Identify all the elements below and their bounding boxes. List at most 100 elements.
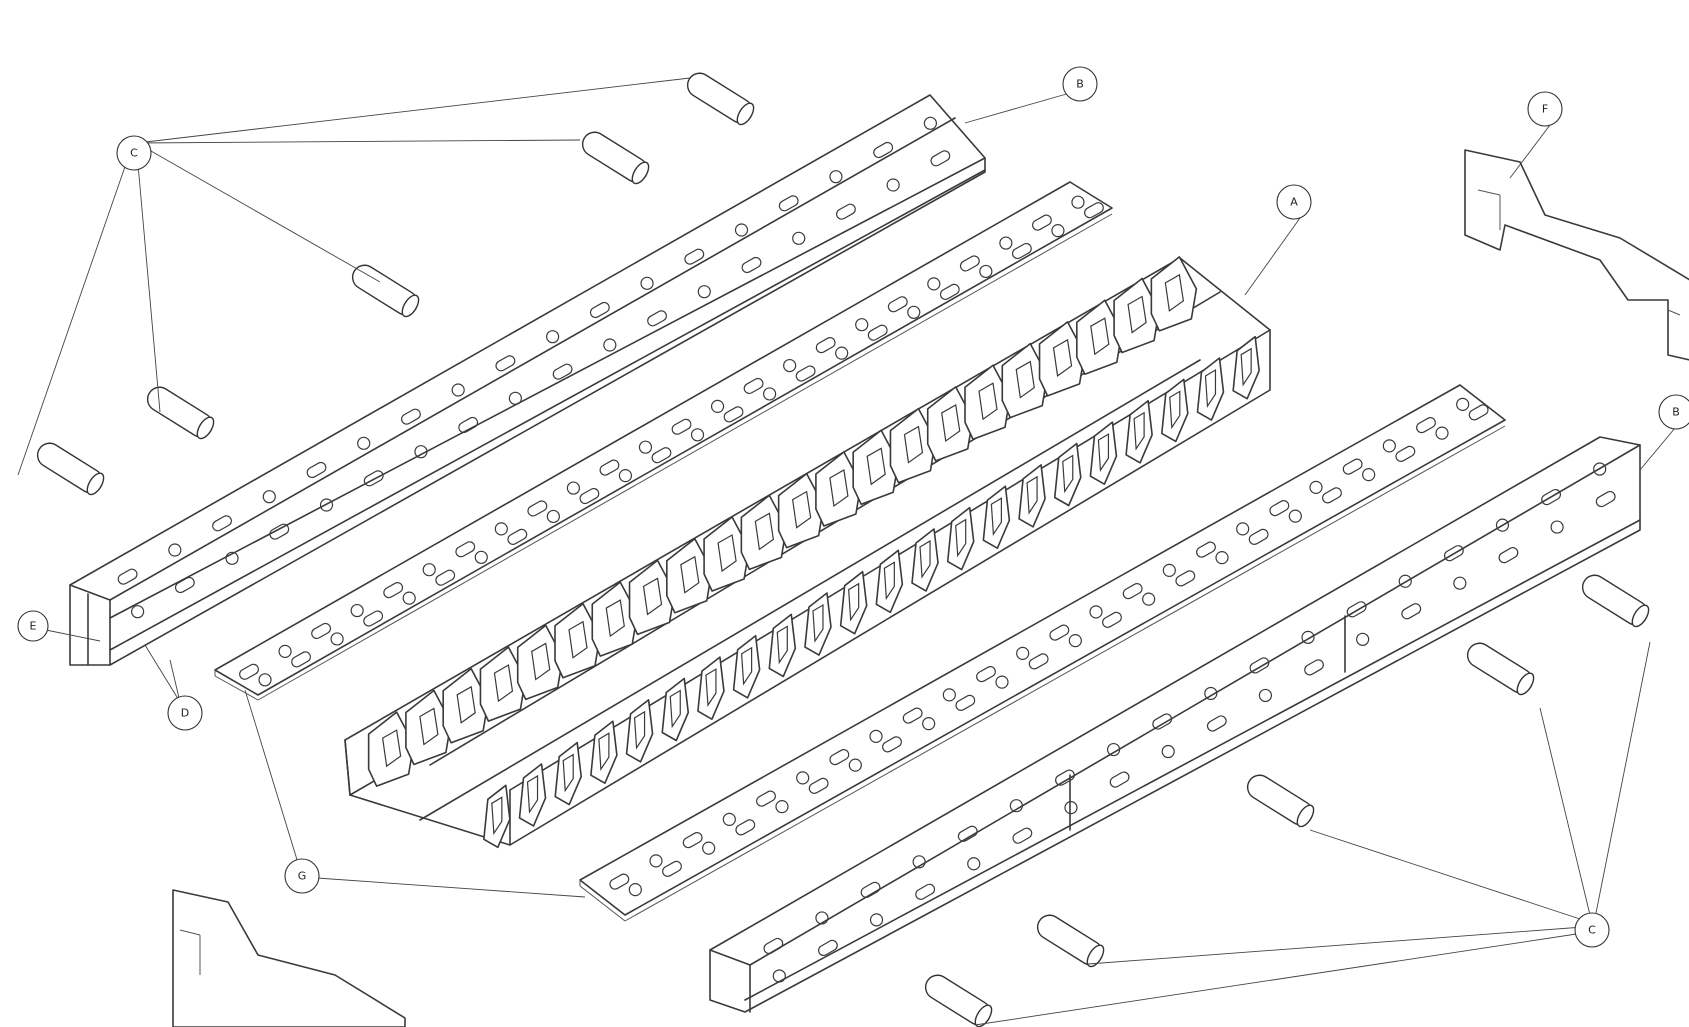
hole [869,913,884,927]
hole [1084,202,1104,219]
rib-cutout [1204,368,1217,408]
frame-rib-outer [911,528,939,592]
side-beam-left [69,94,986,666]
hole [959,255,980,272]
frame-rib [1113,277,1160,354]
hole [1204,686,1218,701]
hole [495,355,516,372]
central-frame-assembly [344,256,1271,849]
hole [778,195,799,212]
frame-rib [777,472,825,549]
hole [1071,195,1085,209]
hole [458,416,479,434]
hole [697,285,711,299]
hole [1301,630,1315,644]
hole [735,819,756,836]
hole [741,256,762,274]
hole [792,231,806,245]
rib-cutout [491,796,503,836]
hole [319,498,334,512]
hole [860,881,881,898]
hole [1152,713,1173,730]
frame-rib [889,407,937,484]
hole [649,854,663,868]
hole [817,939,838,957]
callout-label-e: E [30,620,37,633]
frame-rib-outer [732,634,761,699]
hole [640,276,654,290]
hole [1362,468,1376,482]
hole [835,346,849,360]
frame-rib-outer [625,699,654,763]
frame-rib [442,667,489,744]
frame-rib [628,559,676,636]
frame-rib-outer [1125,399,1153,464]
hole [363,610,384,627]
hole [887,296,908,313]
pin [351,264,420,318]
frame-rib [740,494,788,571]
hole [690,428,705,442]
hole [829,749,850,766]
pin [1036,914,1105,968]
rib-cutout [776,625,788,665]
hole [651,447,672,464]
hole [1011,242,1032,260]
hole [835,203,856,220]
hole [269,523,290,540]
frame-rib [405,689,452,766]
frame-rib-outer [590,720,618,785]
hole [1161,744,1175,759]
hole [1541,488,1562,506]
hole [967,857,981,871]
hole [734,223,749,237]
frame-rib [1076,299,1123,376]
hole [455,541,476,558]
rib-cutout [1097,433,1110,472]
hole [546,509,560,524]
hole [684,248,705,265]
frame-rib [479,646,527,722]
hole [1248,528,1269,545]
callout-g: G [284,858,320,894]
hole [848,758,862,772]
hole [330,632,344,646]
hole [383,582,404,599]
callout-label-b: B [1076,78,1084,91]
hole [400,408,421,425]
end-plate-lower-left [172,889,406,1027]
frame-rib-outer [1053,442,1082,507]
rib-cutout [740,646,753,686]
hole [795,365,816,382]
rib-cutout [381,729,402,768]
rib-cutout [1052,338,1073,377]
hole [796,771,810,785]
hole [1498,547,1519,564]
hole [867,324,888,341]
rib-cutout [669,689,681,729]
hole [1031,214,1052,231]
rib-cutout [568,620,588,659]
hole [435,569,456,586]
frame-rib [516,624,564,701]
rib-cutout [605,599,625,638]
hole [628,883,642,897]
hole [1269,500,1290,517]
hole [702,841,716,855]
frame-rib [815,451,862,527]
hole [527,500,548,517]
hole [638,440,653,454]
frame-rib-outer [518,763,547,827]
rib-cutout [919,539,931,579]
hole [1495,518,1510,532]
rib-cutout [812,603,824,643]
hole [168,543,182,557]
rib-cutout [1090,317,1110,356]
hole [957,825,978,842]
hole [1215,551,1229,565]
rib-cutout [456,685,476,724]
rib-cutout [990,497,1002,537]
callout-label-c: C [130,147,138,160]
pin [1466,642,1535,696]
pin-group [36,72,1650,1027]
